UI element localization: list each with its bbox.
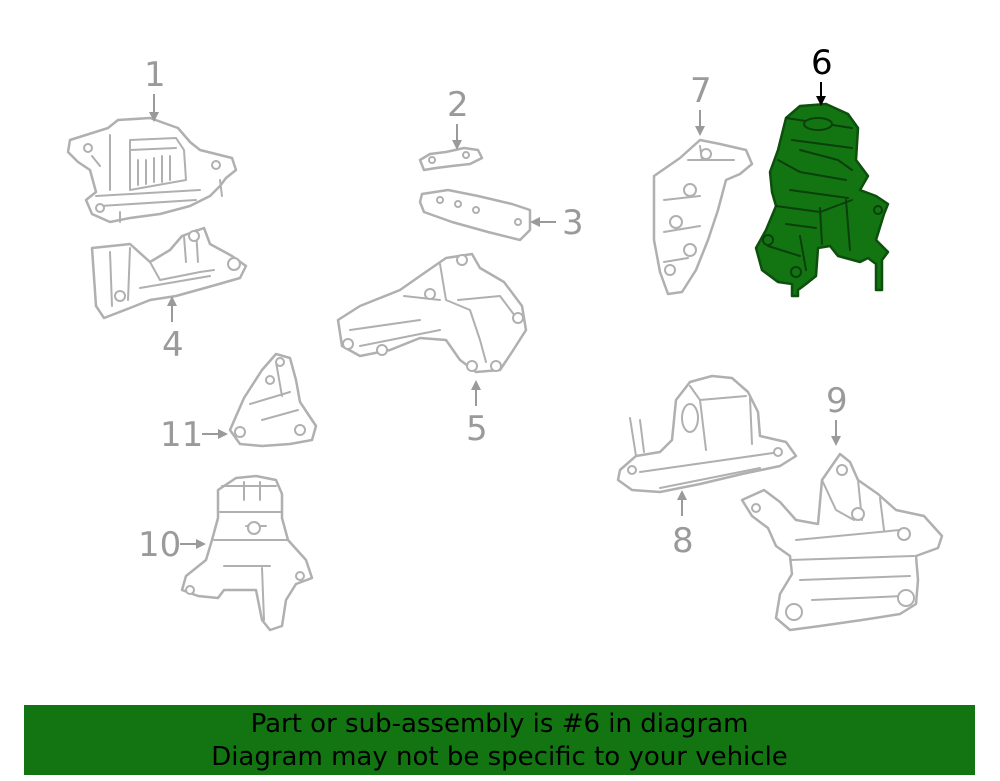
callout-10: 10 [138, 525, 206, 565]
callout-7-label: 7 [690, 71, 712, 111]
callout-9-label: 9 [826, 381, 848, 421]
part-11-bracket[interactable] [228, 352, 318, 448]
callout-2: 2 [447, 85, 469, 150]
info-banner: Part or sub-assembly is #6 in diagram Di… [24, 705, 975, 775]
callout-8: 8 [672, 490, 694, 561]
part-1-mount[interactable] [66, 116, 238, 224]
callout-11-label: 11 [160, 415, 203, 455]
parts-diagram: 1 4 2 3 [66, 43, 944, 632]
callout-4: 4 [162, 296, 184, 365]
callout-11: 11 [160, 415, 228, 455]
callout-5: 5 [466, 380, 488, 449]
callout-2-label: 2 [447, 85, 469, 125]
banner-line-1: Part or sub-assembly is #6 in diagram [250, 709, 749, 739]
part-8-bushing-mount[interactable] [616, 374, 798, 494]
callout-3-label: 3 [562, 203, 584, 243]
part-9-large-mount[interactable] [740, 452, 944, 632]
callout-9: 9 [826, 381, 848, 446]
part-2-small-bracket[interactable] [418, 146, 484, 172]
part-5-large-bracket[interactable] [336, 252, 528, 374]
callout-3: 3 [530, 203, 584, 243]
callout-7: 7 [690, 71, 712, 136]
callout-6: 6 [811, 43, 833, 106]
callout-1: 1 [144, 55, 166, 122]
callout-5-label: 5 [466, 409, 488, 449]
banner-line-2: Diagram may not be specific to your vehi… [211, 742, 788, 772]
part-4-bracket[interactable] [90, 226, 248, 320]
callout-6-label: 6 [811, 43, 833, 83]
part-6-transmission-mount-highlighted[interactable] [754, 102, 890, 298]
part-7-side-bracket[interactable] [652, 138, 754, 296]
callout-4-label: 4 [162, 325, 184, 365]
callout-10-label: 10 [138, 525, 181, 565]
callout-1-label: 1 [144, 55, 166, 95]
part-10-hydraulic-mount[interactable] [180, 474, 314, 632]
part-3-plate[interactable] [418, 188, 532, 242]
callout-8-label: 8 [672, 521, 694, 561]
